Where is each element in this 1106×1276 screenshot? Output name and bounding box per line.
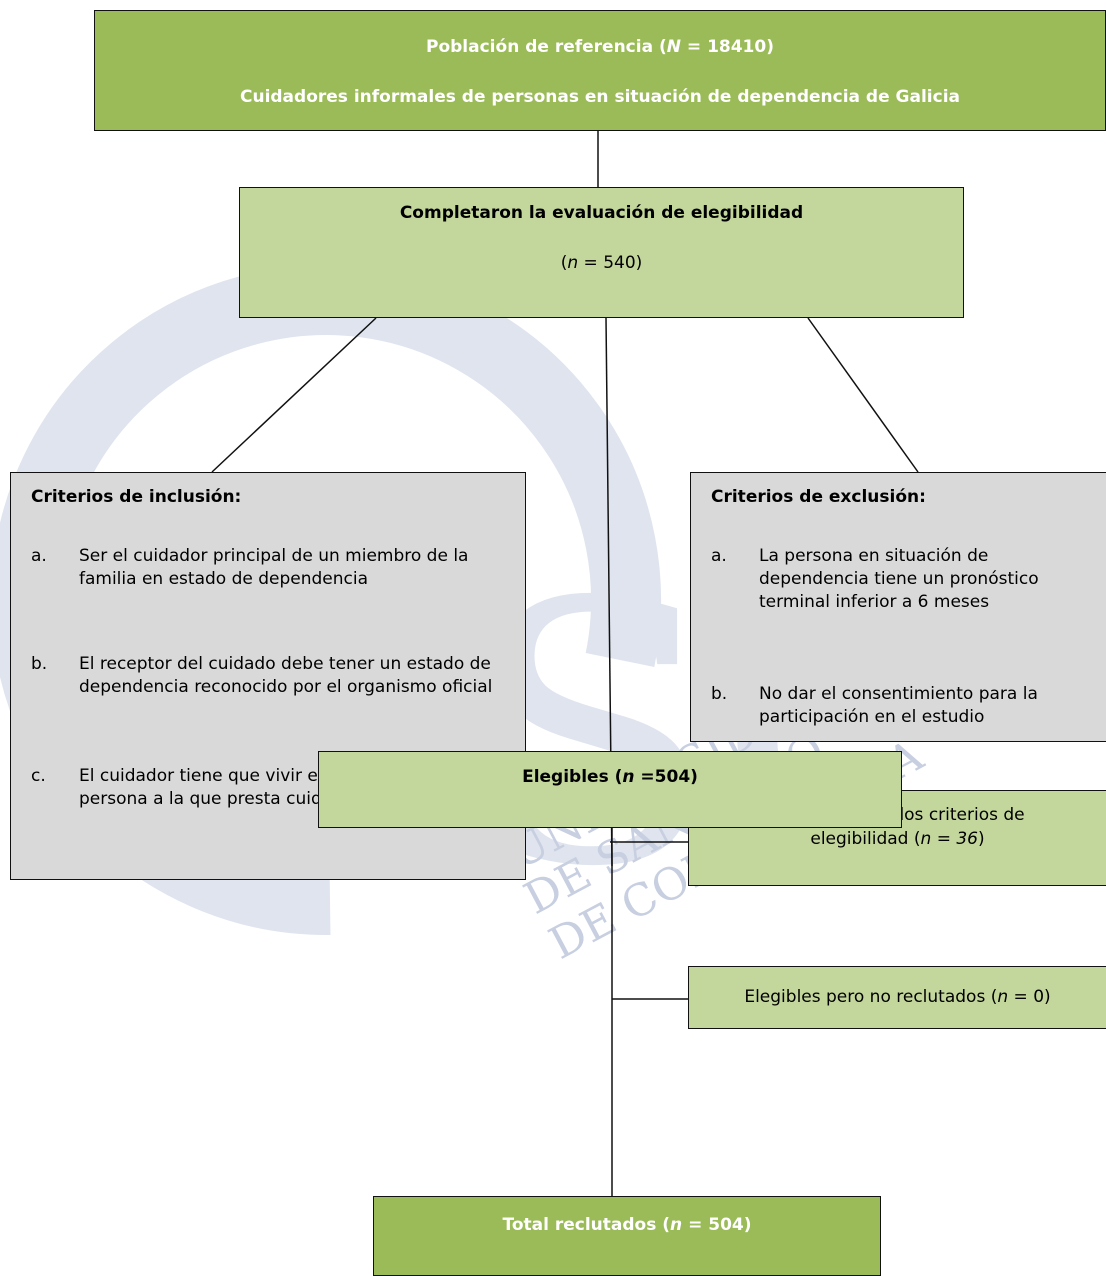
inclusion-item-letter: b. xyxy=(31,654,48,674)
exclusion-item-letter: b. xyxy=(711,684,728,704)
total-recruited-title: Total reclutados (n = 504) xyxy=(502,1215,752,1235)
exclusion-item-letter: a. xyxy=(711,546,727,566)
inclusion-item-letter: a. xyxy=(31,546,47,566)
inclusion-item-letter: c. xyxy=(31,766,46,786)
reference-population-box: Población de referencia (N = 18410) Cuid… xyxy=(94,10,1106,131)
exclusion-criteria-heading: Criterios de exclusión: xyxy=(711,487,926,507)
exclusion-item-text: La persona en situación de dependencia t… xyxy=(759,546,1039,612)
exclusion-criteria-box: Criterios de exclusión: a. La persona en… xyxy=(690,472,1106,742)
eligibility-assessment-count: (n = 540) xyxy=(560,253,643,273)
reference-population-title: Población de referencia (N = 18410) xyxy=(426,37,774,57)
exclusion-item-text: No dar el consentimiento para la partici… xyxy=(759,684,1038,727)
inclusion-criteria-heading: Criterios de inclusión: xyxy=(31,487,242,507)
eligible-title: Elegibles (n =504) xyxy=(522,767,698,787)
eligibility-assessment-box: Completaron la evaluación de elegibilida… xyxy=(239,187,964,318)
not-eligible-line2: elegibilidad (n = 36) xyxy=(810,829,985,849)
total-recruited-box: Total reclutados (n = 504) xyxy=(373,1196,881,1276)
connector-right-diagonal xyxy=(807,317,919,473)
eligibility-assessment-title: Completaron la evaluación de elegibilida… xyxy=(399,203,804,223)
eligible-box: Elegibles (n =504) xyxy=(318,751,902,828)
not-recruited-box: Elegibles pero no reclutados (n = 0) xyxy=(688,966,1106,1029)
not-recruited-label: Elegibles pero no reclutados (n = 0) xyxy=(744,987,1051,1007)
reference-population-subtitle: Cuidadores informales de personas en sit… xyxy=(239,87,960,107)
inclusion-item-text: El receptor del cuidado debe tener un es… xyxy=(79,654,493,697)
connector-left-diagonal xyxy=(211,317,377,473)
inclusion-item-text: Ser el cuidador principal de un miembro … xyxy=(79,546,469,589)
